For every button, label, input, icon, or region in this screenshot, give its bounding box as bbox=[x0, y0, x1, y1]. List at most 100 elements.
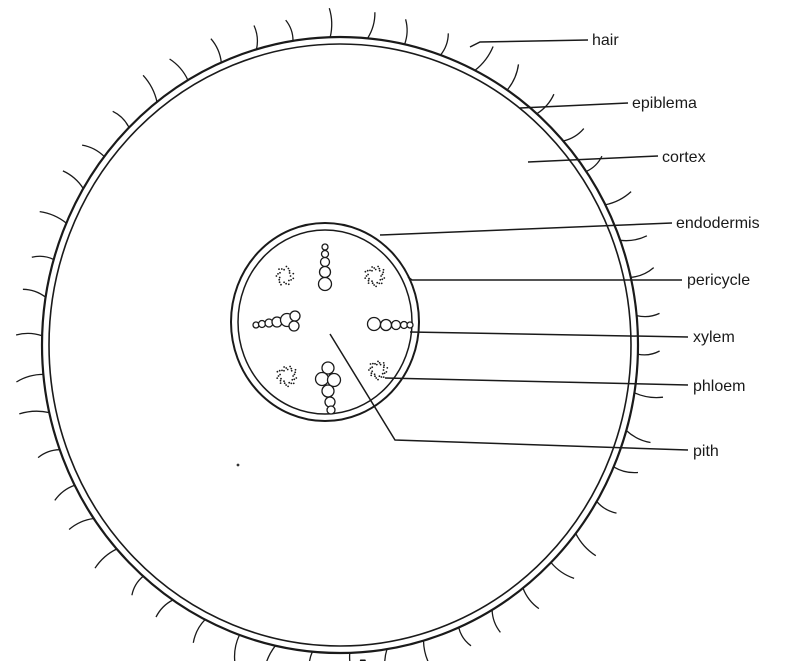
root-hair bbox=[329, 8, 331, 37]
leader-xylem bbox=[410, 332, 688, 337]
phloem-dot bbox=[279, 277, 281, 279]
phloem-dot bbox=[383, 269, 385, 271]
label-endodermis: endodermis bbox=[676, 215, 760, 232]
phloem-dot bbox=[364, 277, 366, 279]
root-hair bbox=[523, 588, 539, 609]
root-hair bbox=[132, 576, 143, 595]
root-hair bbox=[63, 171, 83, 189]
phloem-dot bbox=[368, 280, 370, 282]
phloem-dot bbox=[367, 274, 369, 276]
leader-endodermis bbox=[380, 223, 672, 235]
root-hair bbox=[576, 533, 596, 555]
phloem-dot bbox=[386, 371, 388, 373]
root-hair bbox=[82, 145, 104, 157]
phloem-dot bbox=[277, 273, 279, 275]
phloem-dot bbox=[283, 269, 285, 271]
phloem-dot bbox=[295, 377, 297, 379]
root-hair bbox=[55, 485, 75, 500]
root-hair bbox=[32, 256, 54, 259]
label-pith: pith bbox=[693, 443, 719, 460]
phloem-dot bbox=[287, 369, 289, 371]
phloem-dot bbox=[374, 373, 376, 375]
root-hair bbox=[16, 374, 43, 382]
phloem-dot bbox=[374, 363, 376, 365]
phloem-dot bbox=[375, 286, 377, 288]
phloem-dot bbox=[292, 375, 294, 377]
epiblema-layer bbox=[42, 37, 638, 653]
root-hair bbox=[614, 467, 638, 473]
phloem-dot bbox=[366, 275, 368, 277]
xylem-bundle-left bbox=[253, 311, 300, 331]
xylem-bundles bbox=[253, 244, 413, 414]
root-hair bbox=[507, 64, 518, 90]
root-hair bbox=[537, 94, 554, 114]
label-xylem: xylem bbox=[693, 329, 735, 346]
phloem-dot bbox=[377, 266, 379, 268]
root-hair bbox=[441, 33, 449, 55]
phloem-dot bbox=[283, 366, 285, 368]
phloem-dot bbox=[365, 271, 367, 273]
phloem-dot bbox=[290, 383, 292, 385]
xylem-vessel bbox=[327, 406, 335, 414]
phloem-dot bbox=[279, 272, 281, 274]
phloem-dot bbox=[280, 380, 282, 382]
label-epiblema: epiblema bbox=[632, 95, 697, 112]
root-hair bbox=[113, 111, 129, 127]
xylem-vessel bbox=[320, 267, 331, 278]
phloem-dot bbox=[372, 282, 374, 284]
xylem-bundle-bottom bbox=[316, 362, 341, 414]
root-hair bbox=[551, 563, 574, 579]
phloem-dot bbox=[290, 275, 292, 277]
xylem-vessel bbox=[290, 311, 300, 321]
phloem-dot bbox=[279, 374, 281, 376]
phloem-dot bbox=[289, 366, 291, 368]
phloem-dot bbox=[276, 275, 278, 277]
phloem-dot bbox=[276, 377, 278, 379]
phloem-dot bbox=[379, 279, 381, 281]
phloem-dot bbox=[288, 268, 290, 270]
phloem-dot bbox=[374, 375, 376, 377]
phloem-dot bbox=[377, 361, 379, 363]
xylem-vessel bbox=[322, 385, 334, 397]
phloem-dot bbox=[288, 280, 290, 282]
phloem-dot bbox=[383, 277, 385, 279]
root-hair bbox=[38, 450, 60, 458]
phloem-dot bbox=[285, 384, 287, 386]
phloem-patch-bottom-left bbox=[276, 366, 297, 388]
phloem-dot bbox=[380, 364, 382, 366]
phloem-dot bbox=[281, 268, 283, 270]
label-phloem: phloem bbox=[693, 378, 745, 395]
phloem-dot bbox=[368, 282, 370, 284]
phloem-dot bbox=[292, 278, 294, 280]
phloem-dot bbox=[369, 270, 371, 272]
root-hair bbox=[475, 47, 493, 71]
phloem-dot bbox=[379, 362, 381, 364]
phloem-dot bbox=[294, 371, 296, 373]
phloem-dot bbox=[278, 375, 280, 377]
xylem-vessel bbox=[322, 251, 329, 258]
phloem-dot bbox=[372, 363, 374, 365]
phloem-dot bbox=[373, 267, 375, 269]
phloem-dot bbox=[380, 275, 382, 277]
phloem-dot bbox=[376, 282, 378, 284]
phloem-dot bbox=[379, 270, 381, 272]
xylem-vessel bbox=[381, 320, 392, 331]
label-pericycle: pericycle bbox=[687, 272, 750, 289]
root-hair bbox=[492, 610, 500, 633]
phloem-dot bbox=[295, 369, 297, 371]
phloem-dot bbox=[381, 376, 383, 378]
phloem-dot bbox=[371, 366, 373, 368]
phloem-dot bbox=[370, 367, 372, 369]
leader-phloem bbox=[385, 378, 688, 385]
phloem-dot bbox=[370, 375, 372, 377]
phloem-dot bbox=[383, 366, 385, 368]
phloem-dot bbox=[383, 376, 385, 378]
root-hair bbox=[69, 519, 94, 530]
phloem-dot bbox=[371, 372, 373, 374]
phloem-dot bbox=[368, 369, 370, 371]
root-hair bbox=[563, 129, 584, 141]
labels: hair epiblema cortex endodermis pericycl… bbox=[592, 32, 760, 460]
root-hair bbox=[211, 39, 221, 63]
phloem-dot bbox=[375, 377, 377, 379]
